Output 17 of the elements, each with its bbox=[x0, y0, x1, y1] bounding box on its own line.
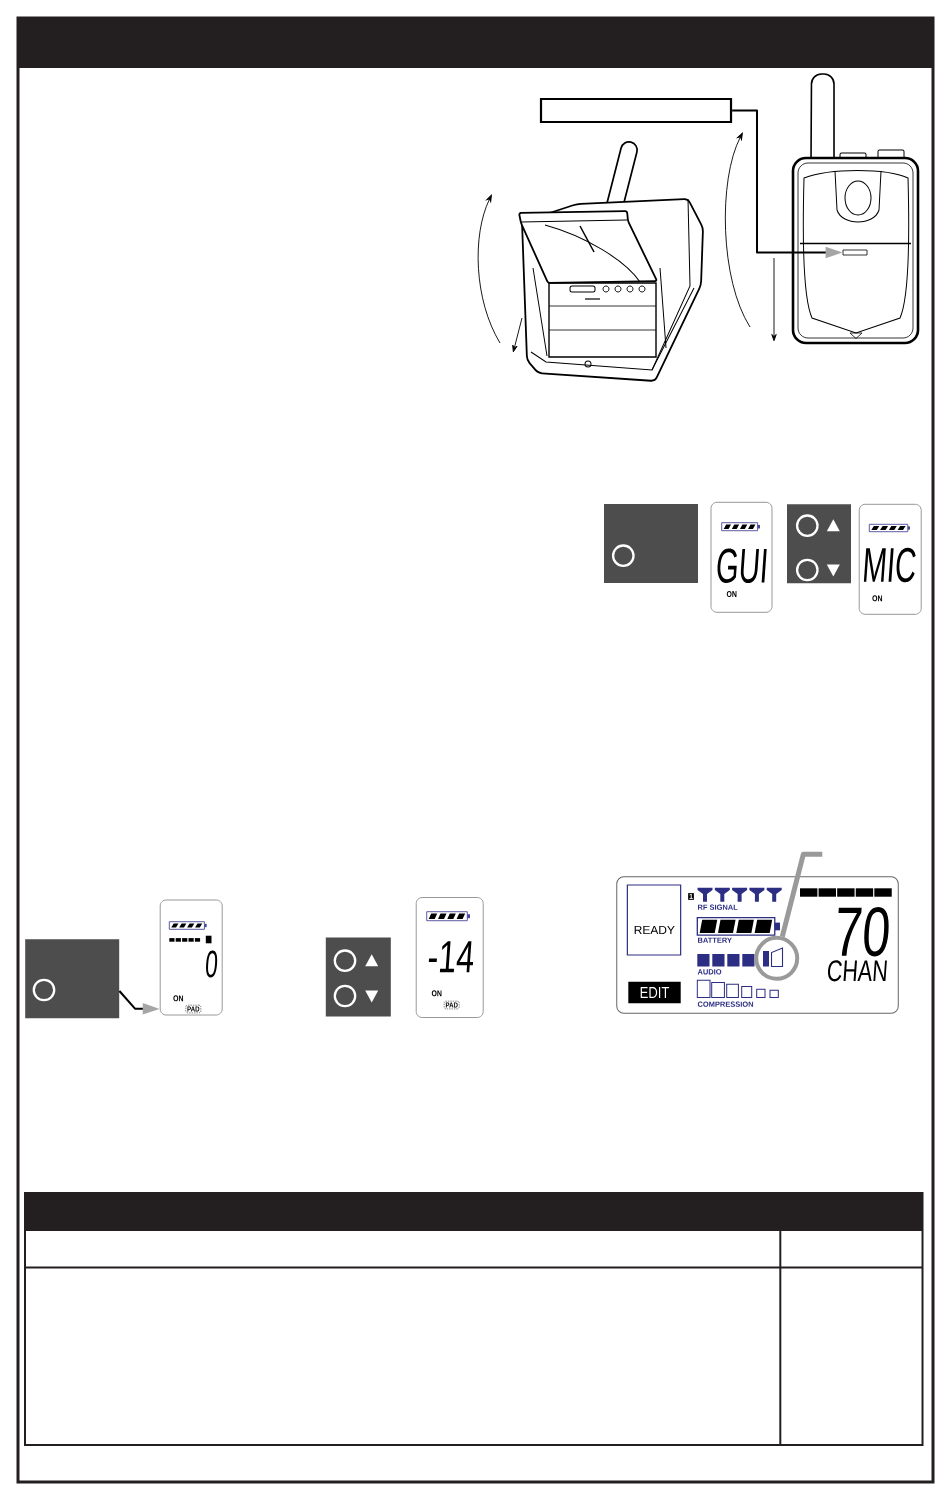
indicator-light bbox=[842, 249, 868, 256]
edit-indicator: EDIT bbox=[628, 981, 681, 1004]
channel-readout: 70 bbox=[838, 907, 889, 957]
status-label: ON bbox=[431, 990, 442, 997]
level-readout: 0 bbox=[206, 950, 218, 978]
callout-ring bbox=[754, 935, 800, 981]
status-label: ON bbox=[173, 995, 184, 1002]
mode-readout: MIC bbox=[863, 547, 916, 583]
status-label: READY bbox=[634, 925, 675, 935]
label-box bbox=[539, 97, 733, 124]
status-label: ON bbox=[872, 595, 883, 602]
leader-line bbox=[779, 851, 823, 938]
level-readout: -14 bbox=[428, 941, 474, 973]
channel-label: CHAN bbox=[828, 960, 887, 982]
status-label: ON bbox=[726, 591, 737, 597]
mode-readout: GUI bbox=[717, 548, 767, 583]
title-bar bbox=[18, 18, 933, 68]
